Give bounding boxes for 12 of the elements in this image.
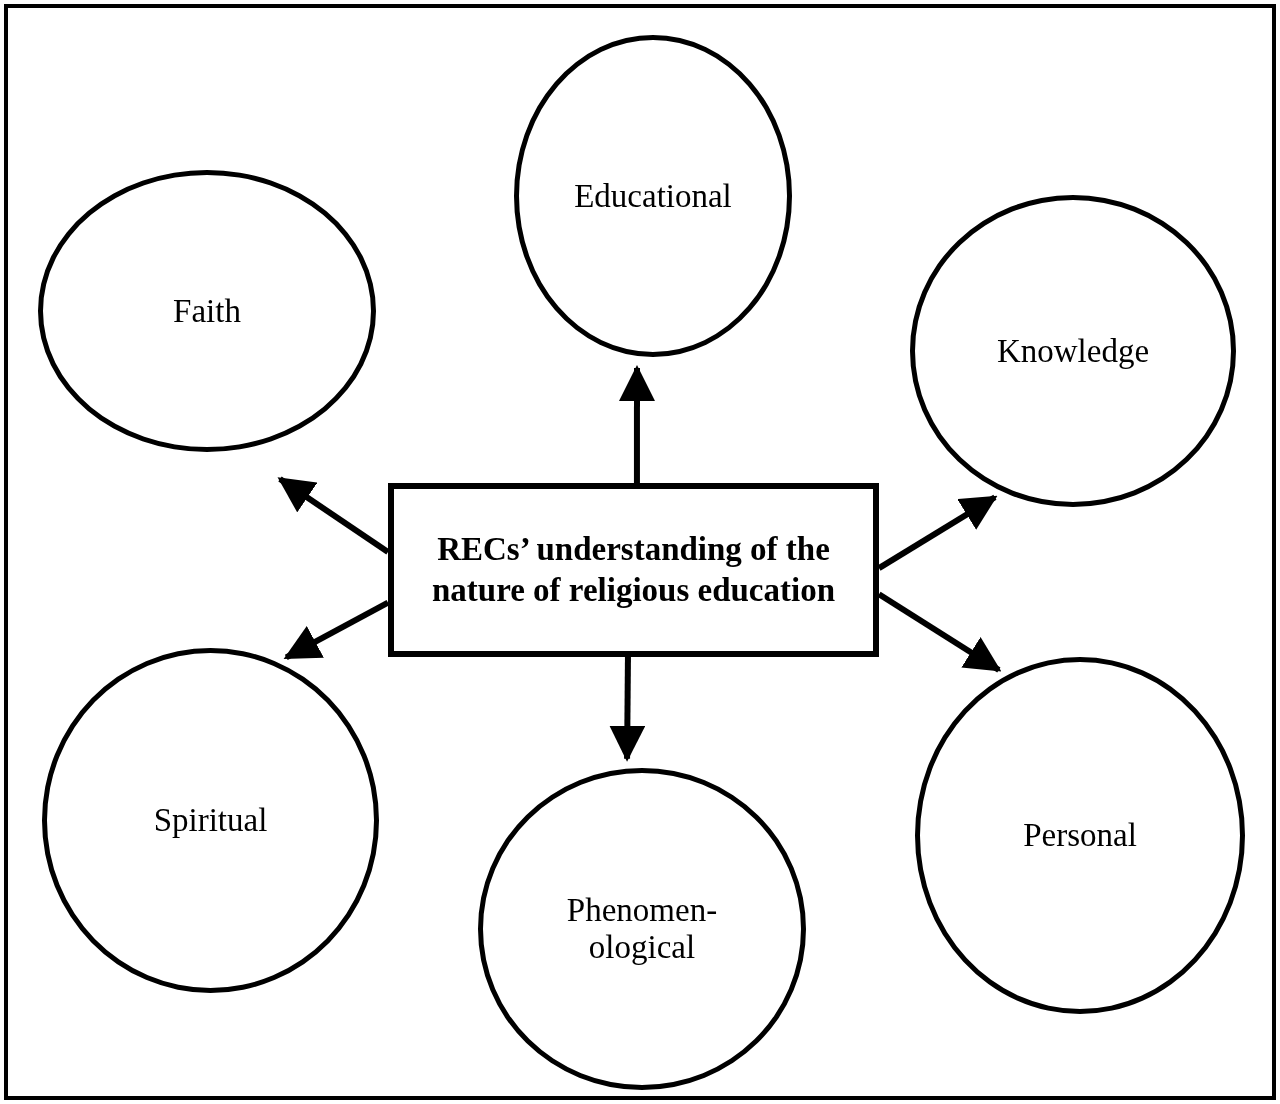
arrow (609, 656, 646, 762)
central-title: RECs’ understanding of the nature of religious education (430, 529, 836, 610)
category-label: Knowledge (996, 332, 1150, 370)
category-label: Personal (1023, 817, 1137, 854)
category-label: Phenomen- ological (565, 892, 719, 966)
central-box (388, 483, 879, 657)
arrow (283, 600, 390, 661)
category-label: Spiritual (153, 802, 268, 839)
arrow (277, 476, 390, 555)
category-label: Educational (574, 177, 732, 215)
category-label: Faith (173, 292, 241, 330)
arrow (619, 365, 655, 483)
